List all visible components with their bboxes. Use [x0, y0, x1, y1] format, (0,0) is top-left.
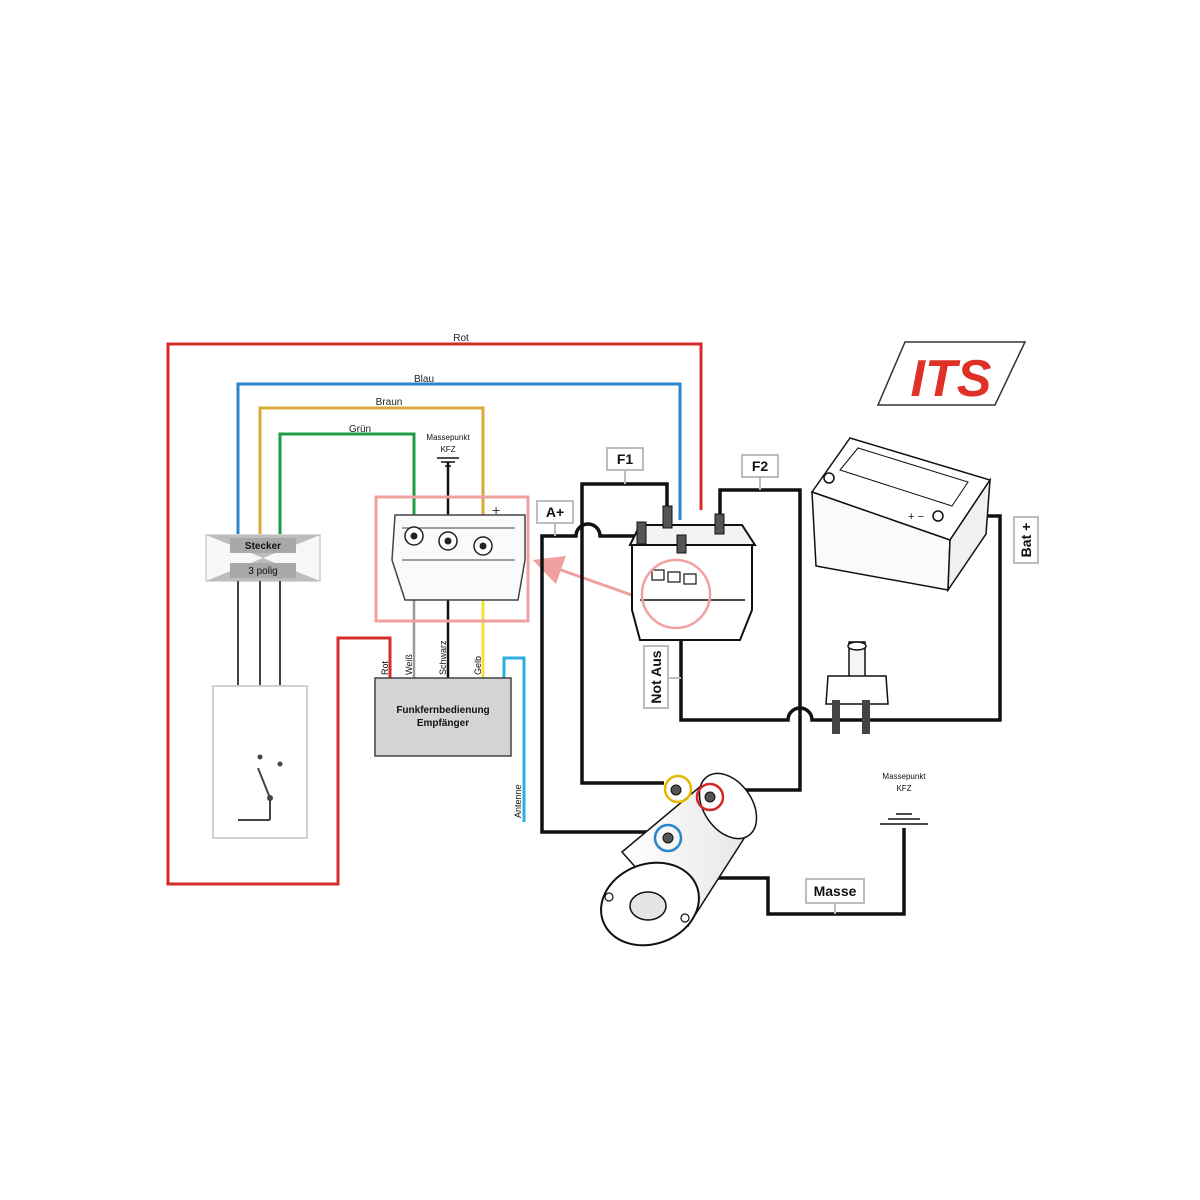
ground-top-label1: Massepunkt [426, 433, 470, 442]
wire-label-braun: Braun [376, 397, 403, 408]
main-cables [540, 482, 1002, 916]
svg-text:A+: A+ [546, 504, 564, 520]
wire-label-blau: Blau [414, 374, 434, 385]
ground-top-label2: KFZ [440, 445, 455, 454]
solenoid-zoom-detail: + [374, 495, 530, 623]
receiver-label-2: Empfänger [417, 718, 469, 729]
battery: + − [810, 437, 992, 593]
label-bat-plus: Bat + [1013, 516, 1039, 564]
ground-top: Massepunkt KFZ [426, 433, 470, 467]
solenoid [628, 505, 757, 641]
emergency-switch [825, 641, 889, 734]
wire-braun: Braun [258, 397, 485, 545]
svg-text:F1: F1 [617, 451, 634, 467]
wire-label-gruen: Grün [349, 424, 371, 435]
logo-text: ITS [911, 350, 992, 408]
winch-motor [600, 772, 758, 947]
receiver-label-1: Funkfernbedienung [396, 705, 489, 716]
label-f1: F1 [606, 447, 644, 484]
hand-switch [212, 685, 308, 839]
its-logo: ITS [876, 341, 1027, 408]
svg-text:+: + [492, 502, 500, 518]
ground-right-label2: KFZ [896, 784, 911, 793]
zoom-arrow [532, 555, 641, 600]
ground-right-label1: Massepunkt [882, 772, 926, 781]
svg-text:Bat +: Bat + [1018, 523, 1034, 558]
svg-text:Masse: Masse [814, 883, 857, 899]
plug-label-2: 3 polig [248, 566, 277, 577]
label-not-aus: Not Aus [643, 645, 681, 709]
ground-right: Massepunkt KFZ [880, 772, 928, 825]
receiver-pin-schwarz: Schwarz [438, 640, 448, 675]
svg-text:Not Aus: Not Aus [648, 650, 664, 703]
receiver-pin-weiss: Weiß [404, 654, 414, 675]
receiver-box: Funkfernbedienung Empfänger Rot Weiß Sch… [374, 640, 523, 818]
antenna-label: Antenne [513, 784, 523, 818]
receiver-pin-rot: Rot [380, 660, 390, 675]
wire-blau: Blau [236, 374, 682, 534]
label-f2: F2 [741, 454, 779, 490]
wire-label-rot: Rot [453, 333, 469, 344]
label-a-plus: A+ [536, 500, 574, 536]
label-masse: Masse [805, 878, 865, 914]
plug-label-1: Stecker [245, 541, 281, 552]
wire-rot: Rot [166, 333, 703, 886]
svg-text:F2: F2 [752, 458, 769, 474]
wire-gruen: Grün [278, 424, 416, 534]
receiver-pin-gelb: Gelb [473, 656, 483, 675]
battery-symbols: + − [908, 511, 924, 523]
